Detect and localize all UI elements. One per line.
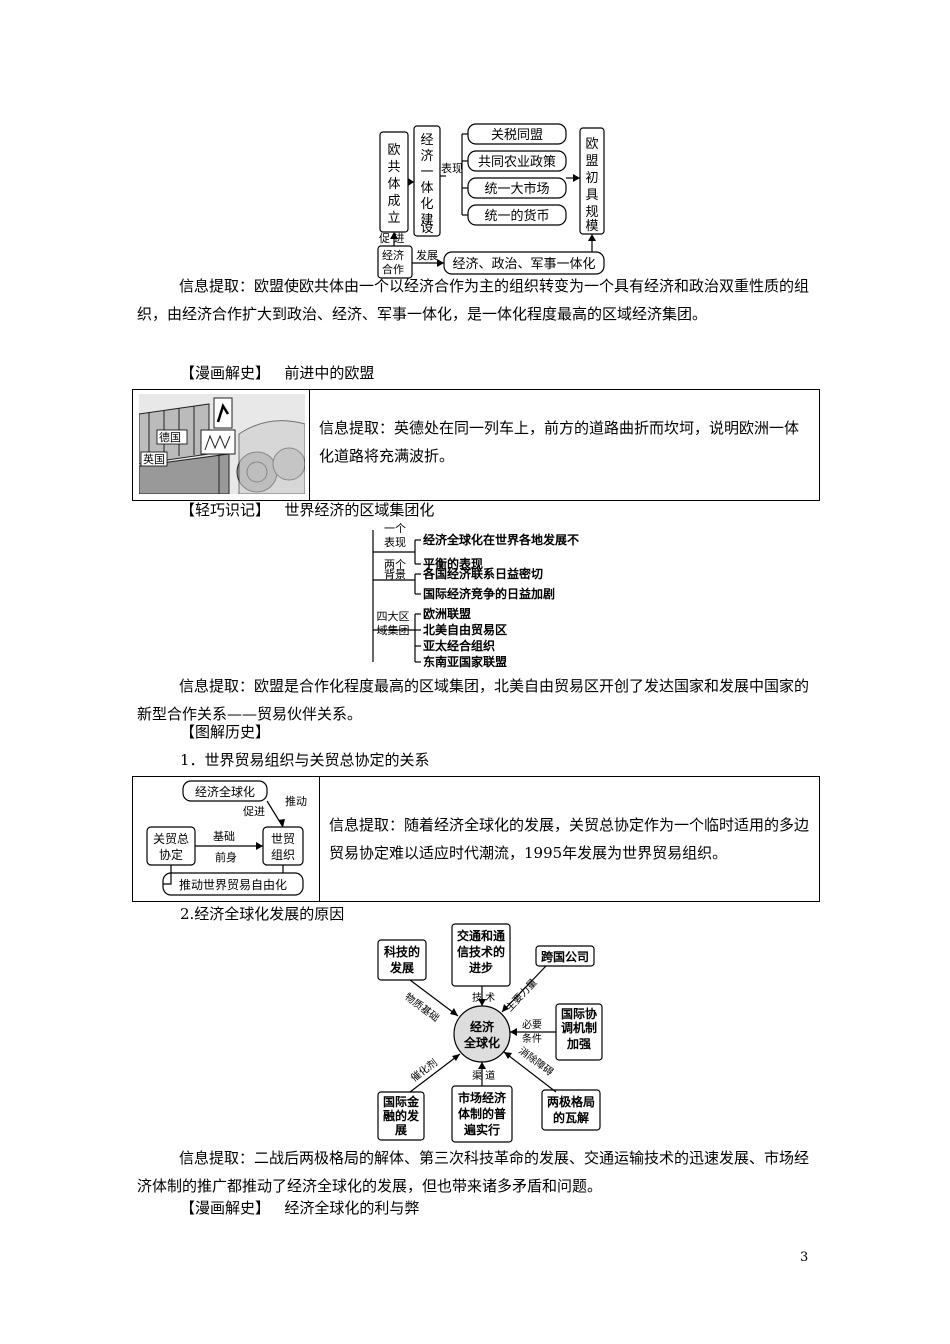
edge-market: 渠 道	[472, 1069, 495, 1082]
node-transport: 交通和通信技术的进步	[457, 928, 505, 975]
wto-jichu: 基础	[213, 830, 235, 843]
comic1-image: 德国 英国	[139, 394, 305, 494]
info-paragraph-3: 信息提取：二战后两极格局的解体、第三次科技革命的发展、交通运输技术的迅速发展、市…	[137, 1149, 810, 1195]
wto-globalization: 经济全球化	[195, 784, 255, 799]
wto-divider	[319, 777, 320, 901]
group3-item: 东南亚国家联盟	[423, 654, 507, 669]
group3-item: 欧洲联盟	[423, 606, 471, 621]
edge-coord-1: 必要	[522, 1018, 542, 1031]
group1-item: 经济全球化在世界各地发展不	[423, 532, 579, 547]
wto-box: 经济全球化 关贸总协定 世贸组织 推动世界贸易自由化 促进 推动 基础 前身 信…	[132, 776, 820, 902]
comic2-heading: 【漫画解史】 经济全球化的利与弊	[180, 1199, 420, 1217]
group1-item: 平衡的表现	[423, 556, 483, 571]
node-finance: 国际金融的发展	[383, 1094, 420, 1137]
edge-tech: 物质基础	[402, 990, 442, 1024]
biaoxian-label: 表现	[441, 161, 463, 175]
integration-item: 统一的货币	[484, 208, 549, 224]
wto-gatt: 关贸总协定	[153, 832, 189, 862]
node-market: 市场经济体制的普遍实行	[458, 1090, 507, 1137]
page-number: 3	[800, 1250, 809, 1265]
integration-item: 关税同盟	[491, 128, 543, 143]
wto-diagram: 经济全球化 关贸总协定 世贸组织 推动世界贸易自由化 促进 推动 基础 前身	[146, 780, 307, 896]
edge-coord-2: 条件	[522, 1032, 542, 1045]
cujin-label: 促 进	[379, 231, 405, 245]
node-tech: 科技的发展	[384, 944, 420, 975]
comic1-box: 德国 英国 信息提取：英德处在同一列车上，前方的道路曲折而坎坷，说明欧洲一体化道…	[132, 389, 820, 501]
globalization-causes-diagram: 经济全球化 科技的发展 交通和通信技术的进步 跨国公司 国际协调机制加强 两极格…	[377, 923, 603, 1143]
eu-scale-label: 欧盟初具规模	[585, 137, 598, 234]
group3-item: 亚太经合组织	[423, 638, 495, 653]
integration-item: 共同农业政策	[478, 154, 556, 170]
tujie-heading: 【图解历史】	[180, 723, 271, 741]
comic1-germany-label: 德国	[159, 430, 181, 444]
memory-heading: 【轻巧识记】 世界经济的区域集团化	[180, 501, 435, 519]
group3-label: 四大区域集团	[377, 609, 410, 637]
regional-groups-diagram: 一个表现 两个背景 四大区域集团 经济全球化在世界各地发展不 平衡的表现 各国经…	[372, 522, 579, 669]
econ-coop-label-2: 合作	[382, 262, 404, 276]
comic1-divider	[309, 390, 310, 500]
comic1-uk-label: 英国	[143, 452, 165, 466]
tujie-sub1: 1．世界贸易组织与关贸总协定的关系	[180, 751, 430, 769]
edge-finance: 催化剂	[408, 1056, 440, 1084]
wto-info: 信息提取：随着经济全球化的发展，关贸总协定作为一个临时适用的多边贸易协定难以适应…	[329, 816, 810, 862]
integration-all-label: 经济、政治、军事一体化	[452, 257, 595, 272]
node-mnc: 跨国公司	[541, 950, 589, 964]
fazhan-label: 发展	[416, 248, 438, 262]
wto-qianshen: 前身	[215, 850, 237, 864]
comic1-heading: 【漫画解史】 前进中的欧盟	[180, 364, 375, 382]
group3-item: 北美自由贸易区	[423, 622, 507, 637]
radial-center: 经济全球化	[463, 1019, 500, 1050]
integration-label: 经济一体化建设	[420, 133, 433, 236]
wto-cujin: 促进	[243, 804, 265, 818]
group1-label: 一个表现	[384, 522, 406, 549]
group2-label: 两个背景	[384, 558, 406, 581]
comic1-info: 信息提取：英德处在同一列车上，前方的道路曲折而坎坷，说明欧洲一体化道路将充满波折…	[319, 419, 800, 465]
node-bipolar: 两极格局的瓦解	[547, 1094, 595, 1125]
wto-tuidong: 推动	[285, 794, 307, 808]
edge-bipolar: 消除障碍	[516, 1044, 556, 1078]
eu-development-diagram: 欧共体成立 经济一体化建设 欧盟初具规模 关税同盟 共同农业政策 统一大市场 统…	[377, 123, 605, 279]
tujie-sub2: 2.经济全球化发展的原因	[180, 905, 345, 923]
group2-item: 国际经济竞争的日益加剧	[423, 586, 555, 601]
wto-free-trade: 推动世界贸易自由化	[179, 878, 287, 892]
node-coord: 国际协调机制加强	[561, 1006, 597, 1051]
info-paragraph-2: 信息提取：欧盟是合作化程度最高的区域集团，北美自由贸易区开创了发达国家和发展中国…	[137, 677, 810, 723]
group2-item: 各国经济联系日益密切	[422, 566, 543, 581]
eu-founded-label: 欧共体成立	[387, 143, 400, 226]
edge-transport: 技 术	[472, 991, 495, 1004]
integration-item: 统一大市场	[484, 181, 549, 197]
info-paragraph-1: 信息提取：欧盟使欧共体由一个以经济合作为主的组织转变为一个具有经济和政治双重性质…	[137, 277, 810, 323]
wto-wto: 世贸组织	[271, 832, 295, 862]
econ-coop-label: 经济	[382, 248, 404, 262]
